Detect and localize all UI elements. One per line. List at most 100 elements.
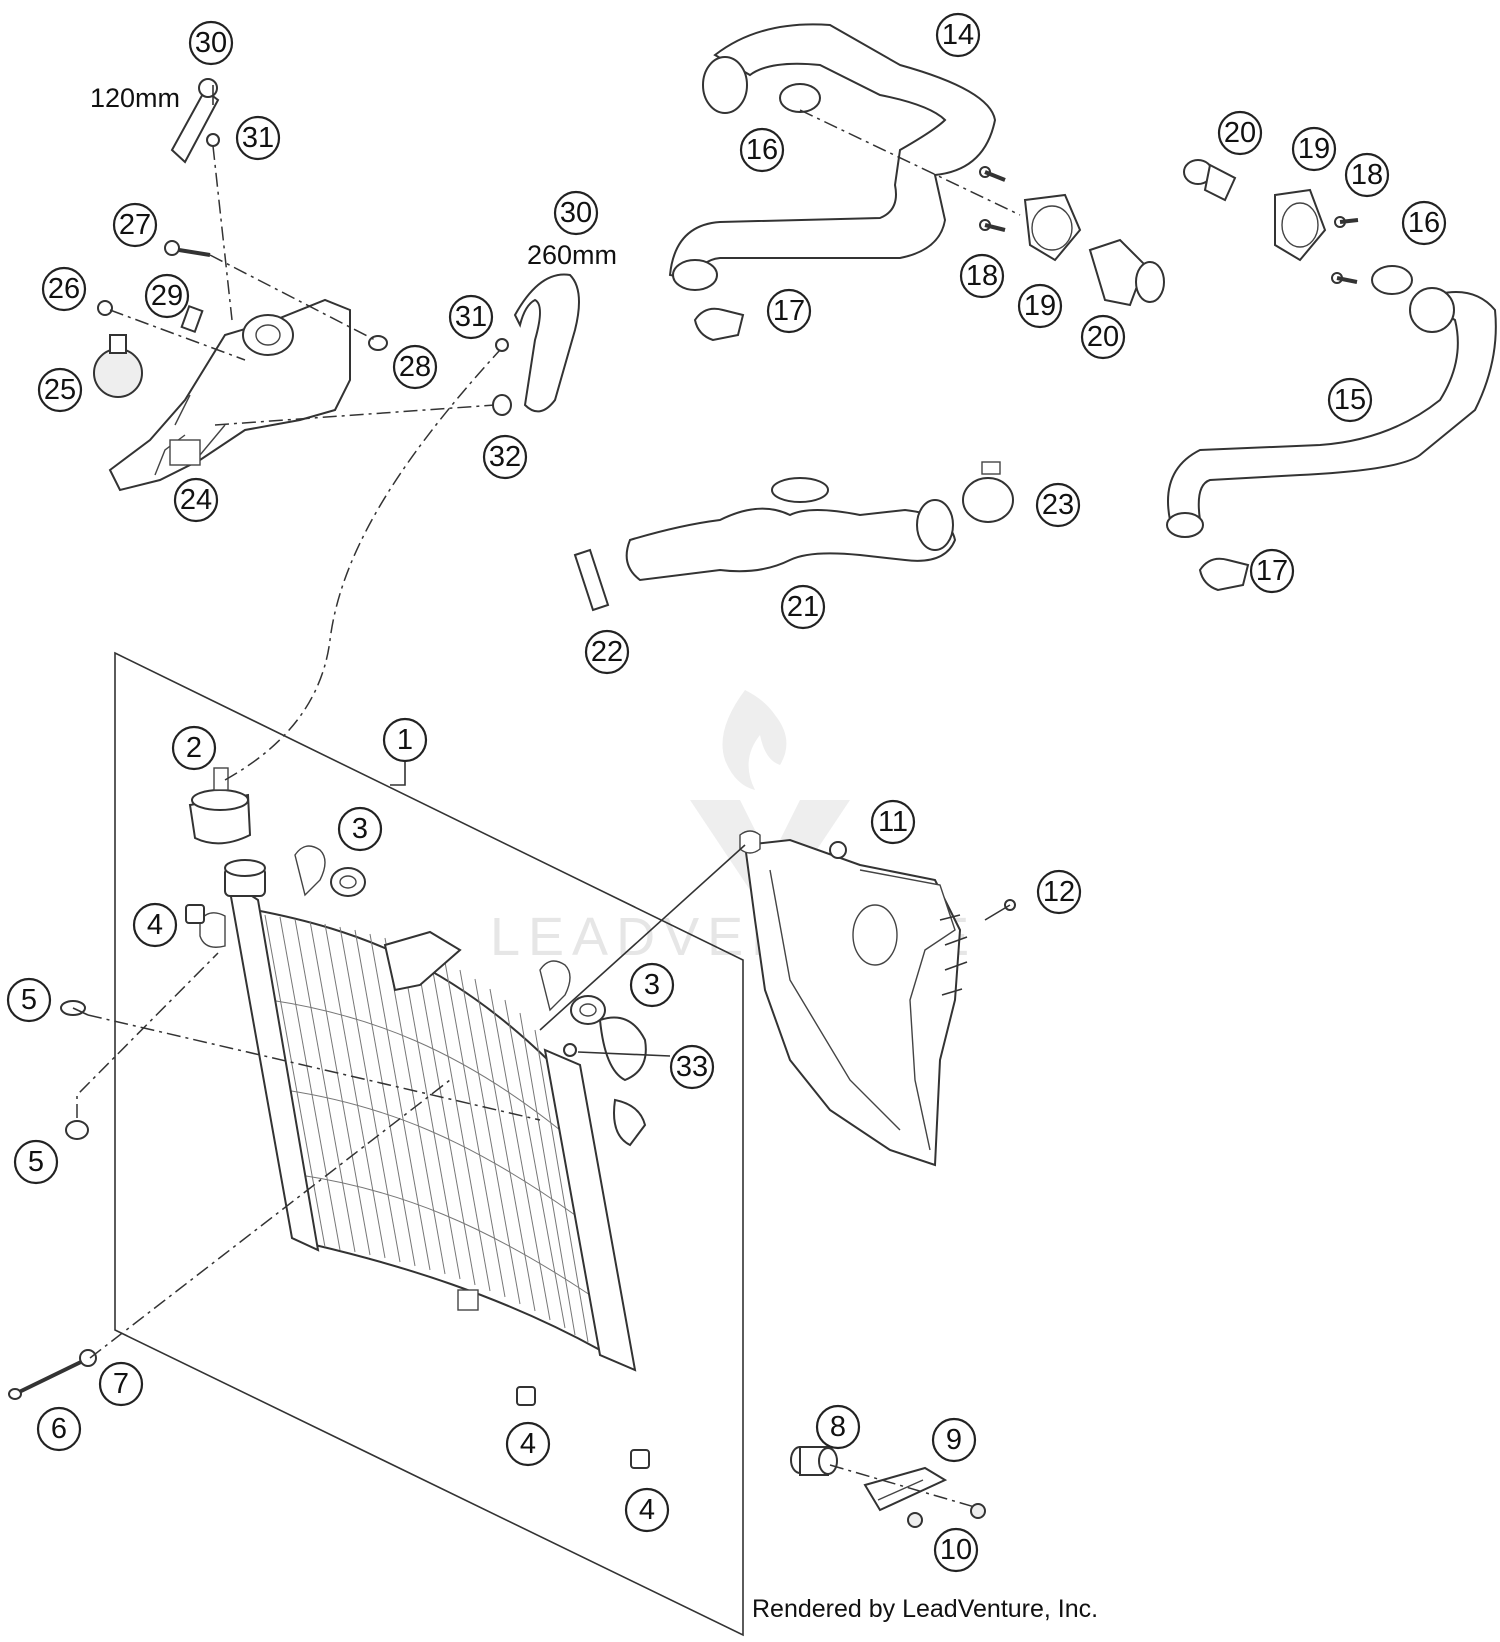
hose-21[interactable]: [625, 477, 957, 582]
callout-31b[interactable]: 31: [448, 294, 494, 340]
washer-7[interactable]: [79, 1349, 97, 1367]
clamp-31b[interactable]: [495, 338, 509, 352]
rubber-4a[interactable]: [185, 904, 205, 924]
callout-19a[interactable]: 19: [1017, 283, 1063, 329]
callout-21[interactable]: 21: [780, 584, 826, 630]
rubber-4b[interactable]: [516, 1386, 536, 1406]
clamp-16b[interactable]: [1371, 265, 1413, 295]
thermostat-20a[interactable]: [1088, 238, 1165, 307]
bolt-18d[interactable]: [1331, 272, 1358, 284]
nut-10a[interactable]: [907, 1512, 923, 1528]
clamp-31a[interactable]: [206, 133, 220, 147]
callout-18a[interactable]: 18: [959, 253, 1005, 299]
clamp-17b[interactable]: [1198, 557, 1250, 592]
thermostat-housing-19b[interactable]: [1274, 188, 1327, 262]
washer-5b[interactable]: [65, 1120, 89, 1140]
filler-cap-25[interactable]: [93, 334, 143, 398]
callout-29-label: 29: [151, 280, 183, 312]
callout-32[interactable]: 32: [482, 434, 528, 480]
callout-10[interactable]: 10: [933, 1527, 979, 1573]
callout-3a[interactable]: 3: [337, 806, 383, 852]
callout-25[interactable]: 25: [37, 367, 83, 413]
callout-16a-label: 16: [746, 134, 778, 166]
callout-4c-label: 4: [639, 1494, 655, 1526]
washer-28[interactable]: [368, 335, 388, 351]
hose-15[interactable]: [1166, 287, 1497, 538]
nut-10b[interactable]: [970, 1503, 986, 1519]
callout-5b[interactable]: 5: [13, 1139, 59, 1185]
grommet-3b[interactable]: [570, 995, 606, 1025]
callout-22[interactable]: 22: [584, 629, 630, 675]
callout-11[interactable]: 11: [870, 799, 916, 845]
grommet-3a[interactable]: [330, 867, 366, 897]
callout-31a[interactable]: 31: [235, 115, 281, 161]
expansion-tank[interactable]: [108, 298, 351, 492]
callout-29[interactable]: 29: [144, 273, 190, 319]
callout-23-label: 23: [1042, 489, 1074, 521]
callout-30b-label: 30: [560, 197, 592, 229]
bracket-9[interactable]: [863, 1466, 948, 1512]
callout-18b-label: 18: [1351, 159, 1383, 191]
callout-7[interactable]: 7: [98, 1361, 144, 1407]
radiator-outlet-lower: [613, 1098, 647, 1147]
spacer-29[interactable]: [180, 304, 204, 334]
bolt-6[interactable]: [8, 1358, 86, 1400]
bolt-18c[interactable]: [1334, 216, 1359, 228]
callout-17a[interactable]: 17: [766, 288, 812, 334]
clamp-23[interactable]: [962, 477, 1014, 523]
callout-18b[interactable]: 18: [1344, 152, 1390, 198]
bolt-27[interactable]: [164, 240, 211, 257]
callout-27[interactable]: 27: [112, 202, 158, 248]
callout-20b[interactable]: 20: [1217, 110, 1263, 156]
callout-20a[interactable]: 20: [1080, 314, 1126, 360]
hose-260mm[interactable]: [513, 273, 580, 413]
bolt-18a[interactable]: [979, 166, 1006, 182]
callout-15[interactable]: 15: [1327, 377, 1373, 423]
callout-17b[interactable]: 17: [1249, 548, 1295, 594]
callout-4b[interactable]: 4: [505, 1421, 551, 1467]
callout-30a[interactable]: 30: [188, 20, 234, 66]
callout-17b-label: 17: [1256, 555, 1288, 587]
radiator-cap[interactable]: [188, 767, 252, 845]
clamp-22[interactable]: [573, 548, 610, 612]
callout-24[interactable]: 24: [173, 477, 219, 523]
bolt-5a[interactable]: [60, 1000, 89, 1016]
bolt-26[interactable]: [97, 300, 113, 316]
callout-4a[interactable]: 4: [132, 902, 178, 948]
callout-23[interactable]: 23: [1035, 482, 1081, 528]
screw-33[interactable]: [563, 1043, 577, 1057]
callout-33[interactable]: 33: [669, 1044, 715, 1090]
thermostat-housing-19a[interactable]: [1023, 193, 1082, 262]
callout-12[interactable]: 12: [1036, 869, 1082, 915]
callout-30b[interactable]: 30: [553, 190, 599, 236]
clamp-17a[interactable]: [693, 307, 745, 342]
bolt-18b[interactable]: [979, 219, 1006, 232]
thermostat-20b[interactable]: [1183, 159, 1237, 202]
clamp-16a[interactable]: [779, 83, 821, 113]
callout-26[interactable]: 26: [41, 266, 87, 312]
callout-14[interactable]: 14: [935, 12, 981, 58]
rubber-4c[interactable]: [630, 1449, 650, 1469]
tank-cap-valve[interactable]: [242, 314, 294, 356]
callout-5a[interactable]: 5: [6, 977, 52, 1023]
callout-4a-label: 4: [147, 909, 163, 941]
hose-14[interactable]: [668, 23, 997, 291]
callout-9[interactable]: 9: [931, 1417, 977, 1463]
callout-2[interactable]: 2: [171, 725, 217, 771]
callout-19b[interactable]: 19: [1291, 126, 1337, 172]
damper-8[interactable]: [790, 1446, 838, 1476]
callout-1[interactable]: 1: [382, 717, 428, 763]
callout-3b[interactable]: 3: [629, 962, 675, 1008]
callout-4c[interactable]: 4: [624, 1487, 670, 1533]
radiator-top-bracket: [383, 930, 462, 992]
callout-25-label: 25: [44, 374, 76, 406]
fan-shroud[interactable]: [739, 830, 968, 1167]
screw-12[interactable]: [984, 899, 1016, 921]
callout-8[interactable]: 8: [815, 1404, 861, 1450]
callout-6[interactable]: 6: [36, 1406, 82, 1452]
callout-16b[interactable]: 16: [1401, 200, 1447, 246]
grommet-32[interactable]: [492, 394, 512, 416]
callout-28[interactable]: 28: [392, 344, 438, 390]
callout-16a[interactable]: 16: [739, 127, 785, 173]
